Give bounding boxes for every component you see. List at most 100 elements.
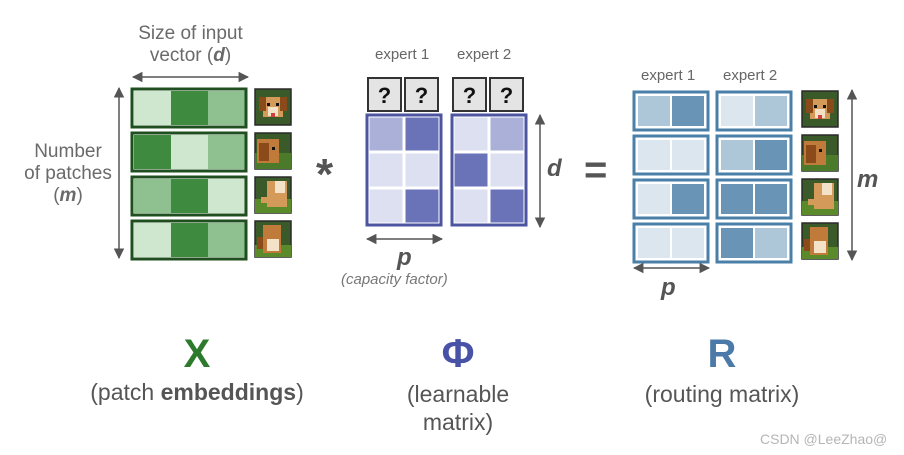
x-cell [208, 223, 245, 257]
x-height-label-line2: of patches [24, 163, 112, 184]
r-row-border [632, 178, 710, 220]
x-cell [134, 179, 171, 213]
phi-height-label: d [547, 155, 562, 182]
x-height-label: Number of patches (m) [18, 141, 118, 207]
r-matrix [632, 90, 793, 264]
r-row-border [632, 222, 710, 264]
phi-block-border [365, 113, 443, 227]
x-width-label-line2: vector (d) [118, 45, 263, 67]
phi-legend-caption: (learnable matrix) [378, 380, 538, 436]
phi-cell [487, 114, 527, 154]
x-height-label-var: m [59, 185, 77, 206]
phi-cell [451, 150, 491, 190]
x-legend-caption: (patch embeddings) [62, 378, 332, 406]
phi-expert-block [365, 113, 443, 227]
x-cell [171, 135, 208, 169]
equals-operator: = [584, 148, 608, 192]
phi-legend-symbol-wrap: Φ [428, 332, 488, 377]
r-cell [670, 226, 706, 260]
unknown-token-text: ? [378, 83, 391, 108]
r-cell [636, 226, 672, 260]
r-expert-block [632, 90, 710, 264]
x-row-border [130, 131, 248, 173]
r-row-border [715, 222, 793, 264]
dog-face-icon [801, 90, 839, 128]
x-matrix [130, 87, 248, 261]
x-cell [208, 179, 245, 213]
phi-cell [366, 114, 406, 154]
x-cell [171, 223, 208, 257]
unknown-token-slot: ? [452, 77, 487, 112]
r-width-label: p [661, 274, 676, 301]
r-cell [719, 226, 755, 260]
phi-legend-caption-line2: matrix) [422, 409, 494, 435]
unknown-token-slot: ? [367, 77, 402, 112]
phi-cell [451, 114, 491, 154]
r-cell [719, 94, 755, 128]
x-height-label-suffix: ) [76, 185, 83, 206]
x-width-label-var: d [213, 45, 225, 66]
dog-tail-icon [254, 176, 292, 214]
dog-face-icon [254, 88, 292, 126]
multiply-operator: * [316, 150, 334, 199]
r-cell [636, 182, 672, 216]
x-patch-images [254, 88, 292, 258]
r-height-label: m [857, 166, 879, 193]
r-cell [753, 94, 789, 128]
x-cell [134, 223, 171, 257]
dog-ear-icon [254, 132, 292, 170]
x-width-label-prefix: vector ( [149, 45, 214, 66]
capacity-factor-caption: (capacity factor) [341, 271, 448, 288]
r-row-border [715, 134, 793, 176]
dog-paw-icon [801, 222, 839, 260]
phi-expert1-label: expert 1 [375, 46, 430, 63]
x-height-label-line3: (m) [18, 185, 118, 207]
dog-tail-icon [801, 178, 839, 216]
x-legend-caption-prefix: (patch [90, 379, 161, 405]
phi-cell [366, 150, 406, 190]
x-row-border [130, 175, 248, 217]
phi-width-label: p [397, 244, 412, 271]
x-cell [134, 135, 171, 169]
x-row [130, 175, 248, 217]
x-row [130, 131, 248, 173]
x-legend-caption-suffix: ) [296, 379, 304, 405]
watermark: CSDN @LeeZhao@ [760, 431, 888, 447]
r-cell [670, 94, 706, 128]
x-row [130, 219, 248, 261]
x-legend-caption-bold: embeddings [160, 379, 297, 405]
r-row-border [632, 90, 710, 132]
r-expert2-label: expert 2 [723, 67, 778, 84]
phi-cell [402, 186, 442, 226]
r-cell [753, 138, 789, 172]
r-cell [636, 94, 672, 128]
r-row-border [632, 134, 710, 176]
phi-legend-symbol: Φ [441, 332, 475, 376]
phi-token-slots: ???? [367, 77, 524, 112]
phi-legend-caption-line1: (learnable [406, 381, 510, 407]
r-legend-symbol: R [707, 332, 737, 376]
r-cell [719, 138, 755, 172]
phi-cell [402, 150, 442, 190]
r-cell [670, 182, 706, 216]
x-cell [208, 91, 245, 125]
phi-expert-block [450, 113, 528, 227]
r-cell [670, 138, 706, 172]
x-row [130, 87, 248, 129]
x-legend-symbol-wrap: X [172, 332, 222, 377]
dog-paw-icon [254, 220, 292, 258]
x-cell [171, 179, 208, 213]
r-row-border [715, 90, 793, 132]
r-legend-caption: (routing matrix) [644, 381, 800, 407]
x-height-label-prefix: ( [53, 185, 60, 206]
r-cell [719, 182, 755, 216]
r-cell [753, 226, 789, 260]
x-height-label-line1: Number [34, 141, 102, 162]
unknown-token-text: ? [500, 83, 513, 108]
unknown-token-text: ? [415, 83, 428, 108]
phi-block-border [450, 113, 528, 227]
r-expert1-label: expert 1 [641, 67, 696, 84]
x-width-label-line1: Size of input [138, 23, 243, 44]
x-row-border [130, 87, 248, 129]
